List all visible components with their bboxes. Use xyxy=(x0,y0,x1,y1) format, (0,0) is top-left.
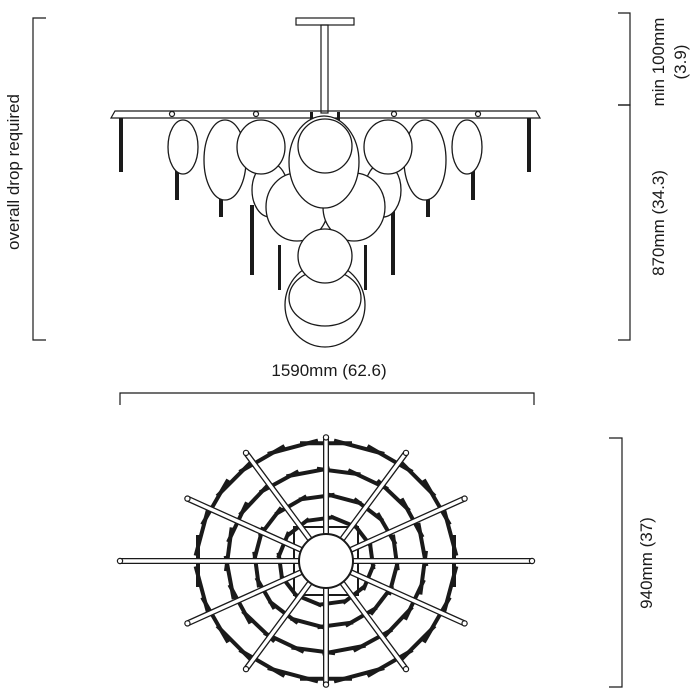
min-drop-label: min 100mm xyxy=(649,18,668,107)
plan-rod xyxy=(305,515,335,523)
plan-arm-end xyxy=(184,620,191,627)
ring xyxy=(252,110,260,118)
ring xyxy=(390,110,398,118)
height-bracket xyxy=(618,104,631,341)
plan-arm-end xyxy=(242,449,250,457)
overall-drop-bracket xyxy=(32,17,46,341)
plan-rod xyxy=(317,599,347,607)
rod xyxy=(364,245,367,290)
plan-arm-end xyxy=(116,557,124,565)
depth-label: 940mm (37) xyxy=(637,517,656,609)
glass-disc xyxy=(403,119,447,201)
rod xyxy=(391,205,395,275)
ceiling-canopy xyxy=(295,17,355,26)
glass-disc xyxy=(297,228,353,284)
rod xyxy=(119,118,123,172)
plan-arm-end xyxy=(402,449,410,457)
front-elevation xyxy=(109,17,542,348)
glass-disc xyxy=(363,119,413,175)
plan-arm-end xyxy=(461,620,468,627)
glass-disc xyxy=(451,119,483,175)
plan-rod xyxy=(391,534,400,571)
min-drop-imperial-label: (3.9) xyxy=(671,45,690,80)
ring xyxy=(168,110,176,118)
glass-disc xyxy=(297,118,353,174)
plan-arm-end xyxy=(461,495,468,502)
plan-arm-end xyxy=(242,665,250,673)
rod xyxy=(250,205,254,275)
plan-arm-end xyxy=(402,665,410,673)
plan-arm-end xyxy=(322,681,330,688)
glass-disc xyxy=(236,119,286,175)
ring xyxy=(474,110,482,118)
plan-arm-end xyxy=(184,495,191,502)
plan-arm-end xyxy=(322,434,330,441)
rod xyxy=(471,150,475,200)
min-drop-bracket xyxy=(618,12,631,106)
plan-rod xyxy=(367,541,376,570)
plan-hub xyxy=(298,533,354,589)
width-bracket xyxy=(119,392,535,405)
overall-drop-label: overall drop required xyxy=(4,94,23,250)
glass-disc xyxy=(167,119,199,175)
rod xyxy=(527,118,531,172)
suspension-stem xyxy=(320,24,329,114)
plan-arm-end xyxy=(528,557,536,565)
rod xyxy=(278,245,281,290)
depth-bracket xyxy=(609,437,623,688)
rod xyxy=(175,150,179,200)
top-plan-view xyxy=(116,434,536,688)
height-label: 870mm (34.3) xyxy=(649,170,668,276)
frame-rings xyxy=(168,110,482,118)
width-label: 1590mm (62.6) xyxy=(271,361,386,380)
plan-rod xyxy=(440,504,459,557)
frame-bar xyxy=(109,110,542,119)
glass-discs xyxy=(167,115,483,348)
